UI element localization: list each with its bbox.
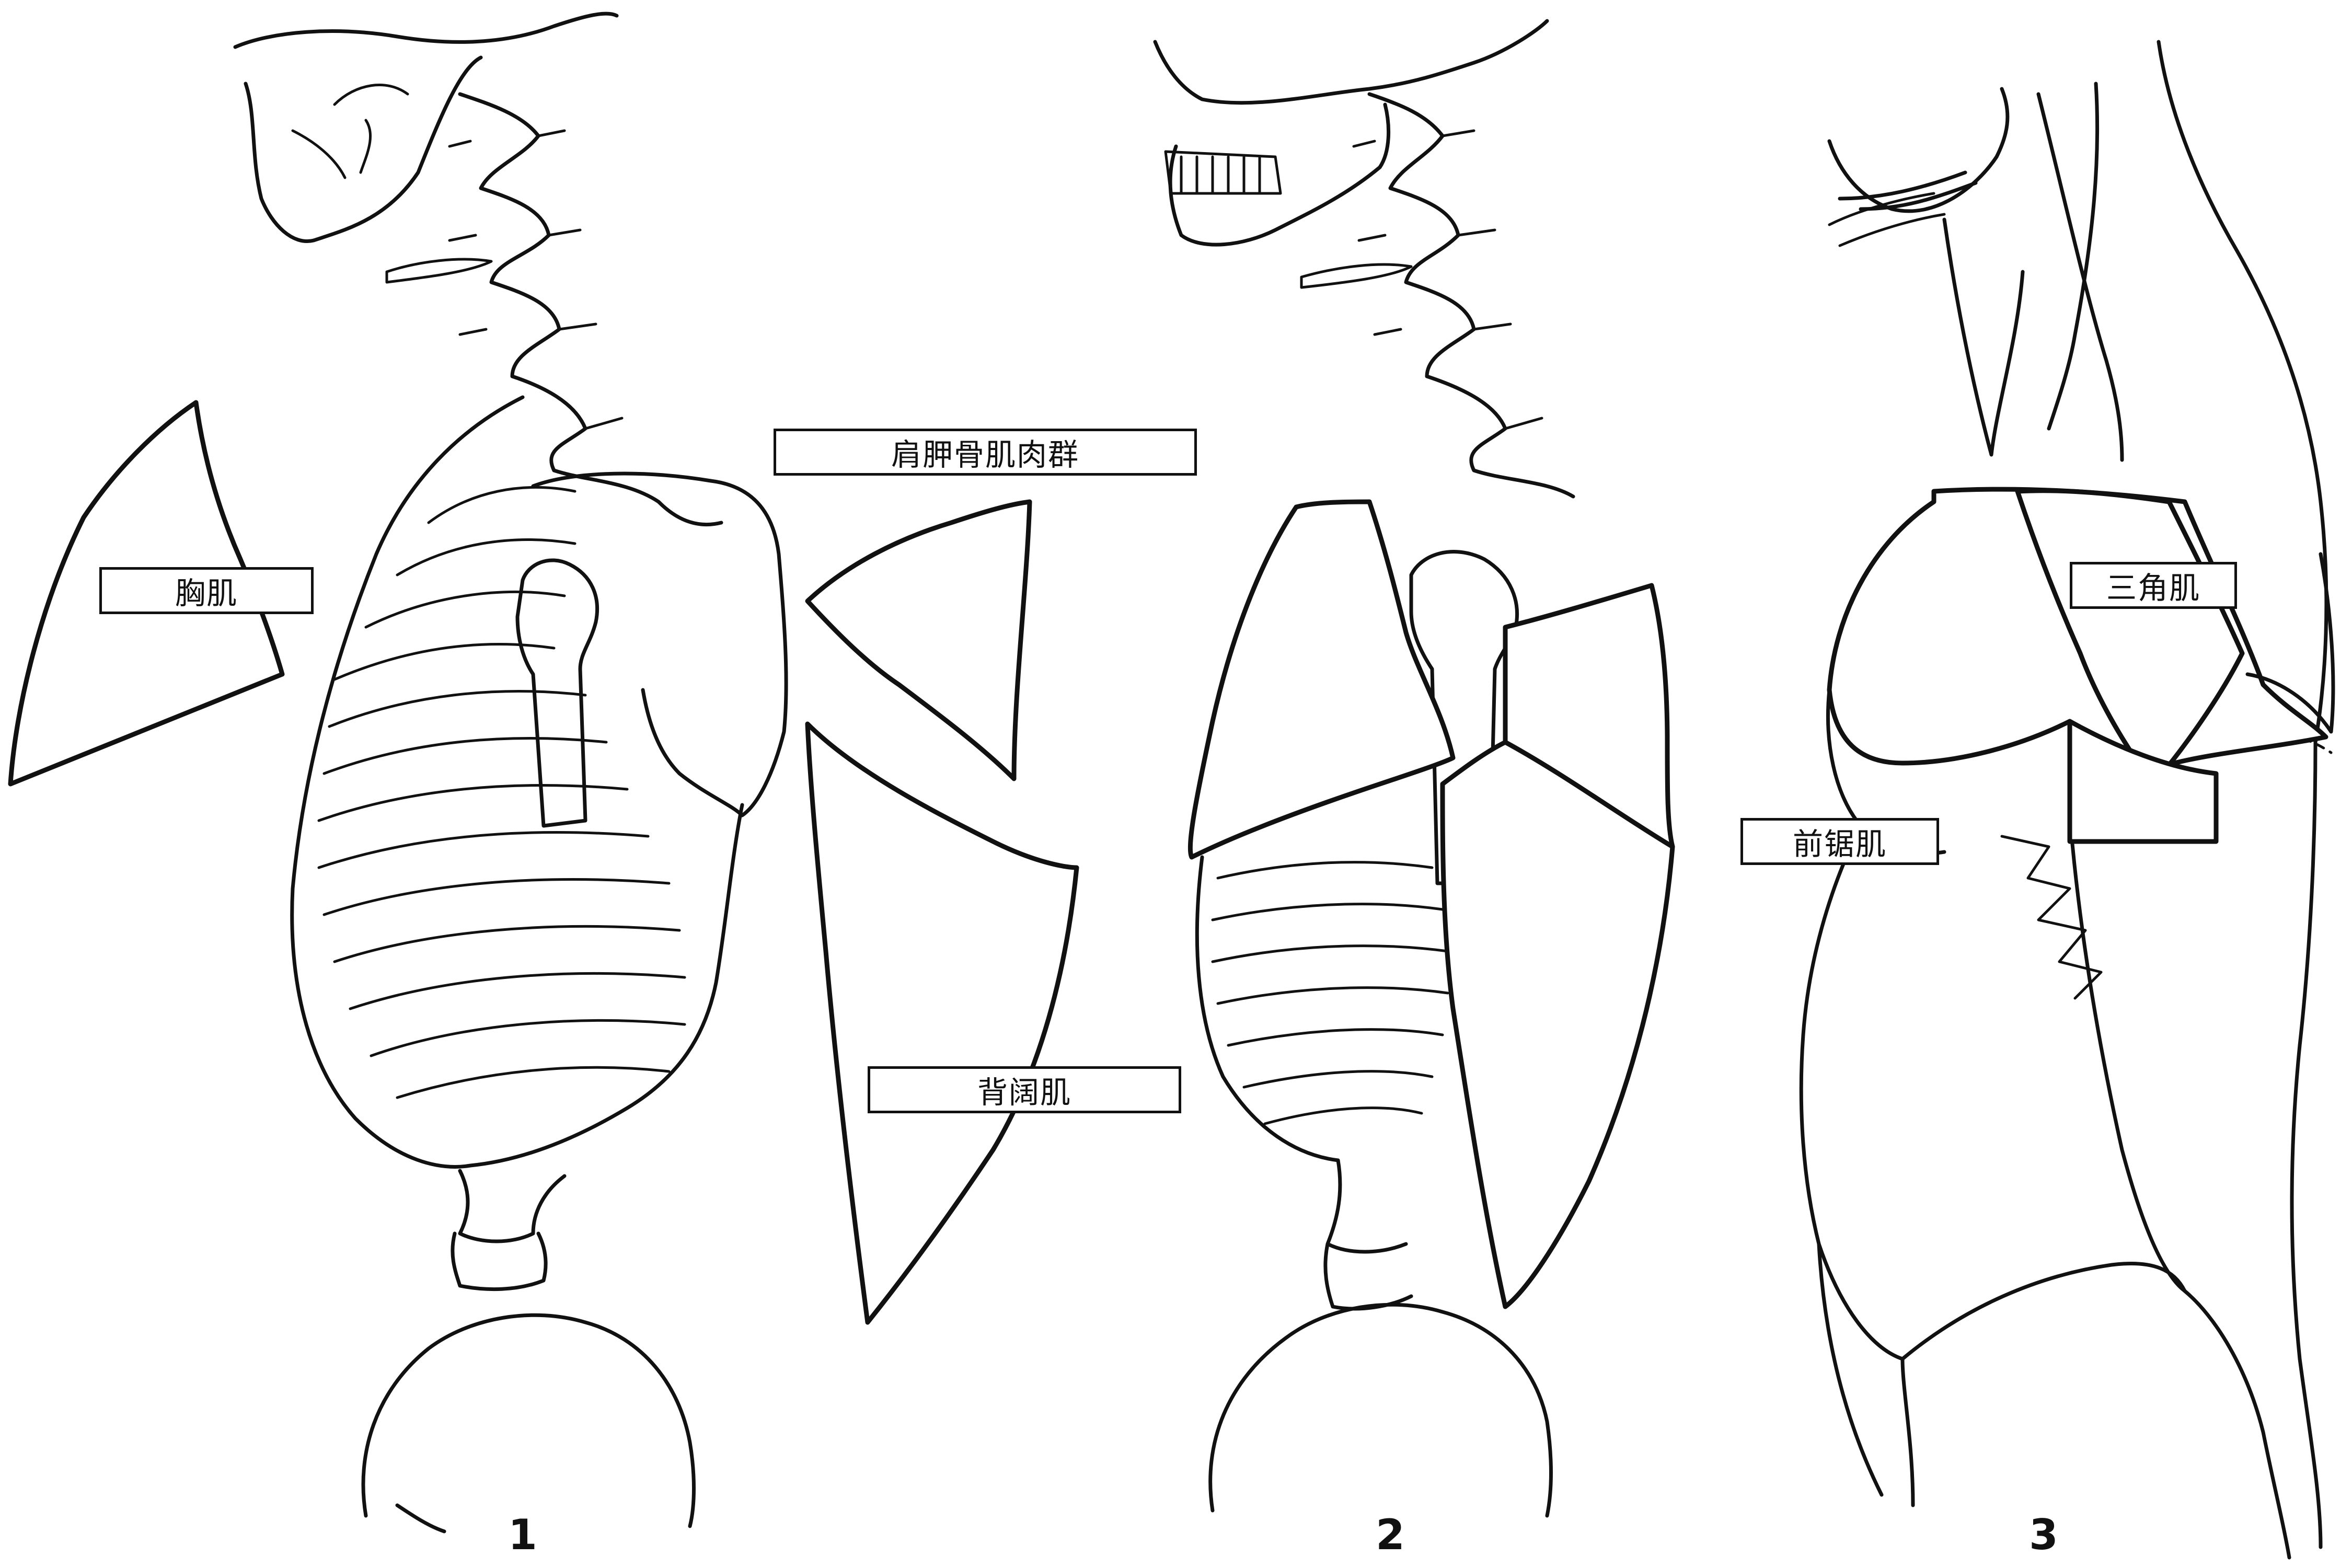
figure-1-skeleton (235, 14, 786, 1531)
latissimus-shape (808, 724, 1077, 1322)
cervical-spine-1 (460, 94, 585, 470)
latissimus-applied (1443, 742, 1673, 1307)
figure-3-body (1801, 42, 2331, 1558)
figure-number-2: 2 (1359, 1511, 1422, 1559)
clavicle-1 (387, 259, 491, 282)
skull-outline-1 (235, 14, 617, 241)
skull-outline-2 (1155, 21, 1547, 245)
serratus-digits-3 (2002, 836, 2101, 998)
label-serratus: 前锯肌 (1740, 818, 1939, 865)
neck-3 (1944, 84, 2122, 460)
scapular-group-shape (808, 502, 1030, 779)
pelvis-1 (363, 1315, 694, 1531)
ribs-2 (1213, 862, 1448, 1124)
pectoralis-applied (1190, 502, 1453, 857)
pelvis-2 (1210, 1305, 1551, 1516)
ribcage-outline-2 (1197, 857, 1338, 1160)
lumbar-spine-2 (1325, 1160, 1411, 1309)
arm-inner-3 (2070, 815, 2289, 1558)
label-pectoralis: 胸肌 (99, 567, 314, 614)
abdomen-3 (1819, 1244, 2185, 1505)
figure-number-3: 3 (2012, 1511, 2075, 1559)
label-latissimus: 背阔肌 (868, 1066, 1181, 1113)
figure-number-1: 1 (491, 1511, 554, 1559)
teeth-2 (1166, 152, 1281, 193)
figure-3-muscle-shapes (1829, 489, 2333, 841)
clavicle-2 (1301, 264, 1411, 287)
cervical-spine-2 (1369, 94, 1573, 497)
face-contour-3 (1829, 89, 2008, 211)
label-scapular-group: 肩胛骨肌肉群 (774, 429, 1197, 476)
ribs-1 (319, 488, 685, 1098)
skull-detail-1 (293, 85, 408, 178)
scapula-1 (533, 474, 786, 815)
lumbar-spine-1 (453, 1171, 564, 1289)
label-deltoid: 三角肌 (2070, 562, 2237, 609)
figure-2-muscle-shapes (1190, 502, 1673, 1307)
